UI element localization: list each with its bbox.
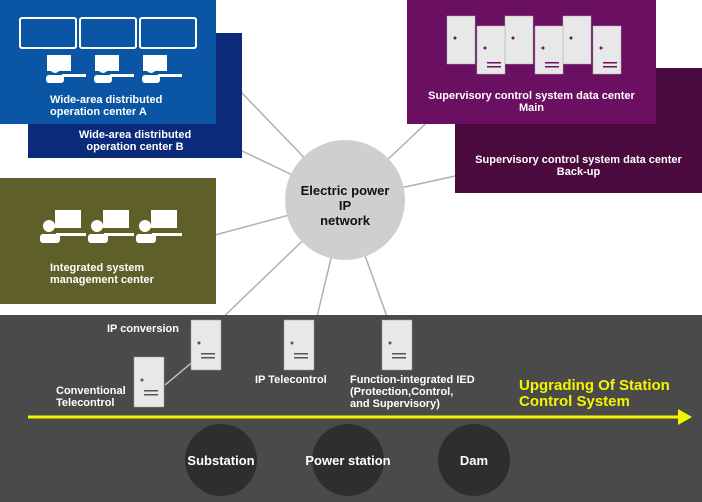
site-dam-label: Dam — [459, 453, 489, 468]
station-illustration — [28, 319, 692, 496]
operator-icon — [43, 220, 55, 232]
operation-center-a: Wide-area distributed operation center A — [0, 0, 216, 124]
operation-center-a-label: Wide-area distributed operation center A — [50, 94, 163, 118]
operator-icon — [139, 220, 151, 232]
ip-telecontrol-label: IP Telecontrol — [255, 374, 327, 386]
operator-icon — [91, 220, 103, 232]
upgrade-arrow — [28, 409, 692, 425]
operator-icon — [50, 63, 60, 73]
ip-conversion-label: IP conversion — [107, 323, 179, 335]
ip-conversion-server-icon — [190, 319, 222, 371]
site-substation-label: Substation — [187, 453, 255, 468]
ied-server-icon — [381, 319, 413, 371]
network-label: Electric power IP network — [300, 183, 390, 228]
server-rack-illustration — [446, 15, 622, 75]
operation-center-a-illustration — [19, 17, 197, 83]
data-center-backup-label: Supervisory control system data center B… — [475, 154, 682, 178]
data-center-main: Supervisory control system data center M… — [407, 0, 656, 124]
power-station-circle — [312, 424, 384, 496]
monitor-icon — [151, 210, 177, 228]
upgrading-label: Upgrading Of Station Control System — [519, 377, 670, 410]
operator-icon — [146, 63, 156, 73]
site-power-station-label: Power station — [305, 453, 391, 468]
operator-desks-illustration — [40, 210, 182, 243]
dam-circle — [438, 424, 510, 496]
data-center-main-label: Supervisory control system data center M… — [428, 90, 635, 114]
ip-telecontrol-server-icon — [283, 319, 315, 371]
integrated-management-center-label: Integrated system management center — [50, 262, 154, 286]
conventional-telecontrol-label: Conventional Telecontrol — [56, 385, 126, 409]
monitor-icon — [55, 210, 81, 228]
conventional-telecontrol-server-icon — [133, 356, 165, 408]
substation-circle — [185, 424, 257, 496]
station-control-area: IP conversion Conventional Telecontrol I… — [0, 315, 702, 502]
operator-icon — [98, 63, 108, 73]
function-ied-label: Function-integrated IED (Protection,Cont… — [350, 374, 475, 410]
operation-center-b-label: Wide-area distributed operation center B — [78, 129, 192, 153]
electric-power-ip-network: Electric power IP network — [285, 140, 405, 260]
monitor-icon — [103, 210, 129, 228]
integrated-management-center: Integrated system management center — [0, 178, 216, 304]
